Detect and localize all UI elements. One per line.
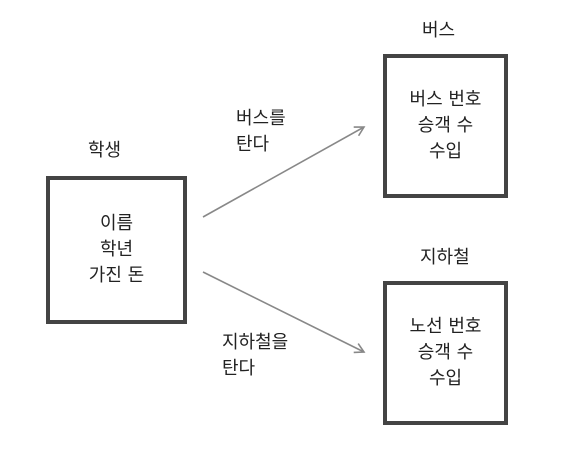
- arrow-student-to-bus: [202, 126, 366, 218]
- student-attr-money: 가진 돈: [88, 265, 145, 286]
- edge-label-to-subway-line-1: 지하철을: [222, 332, 289, 353]
- edge-label-to-bus-line-1: 버스를: [236, 108, 286, 129]
- bus-box: 버스 번호 승객 수 수입: [383, 54, 508, 198]
- arrow-student-to-subway: [202, 271, 366, 354]
- edge-label-to-bus-line-2: 탄다: [236, 134, 270, 155]
- student-attr-grade: 학년: [99, 239, 134, 260]
- student-title: 학생: [88, 140, 122, 161]
- subway-attr-revenue: 수입: [428, 368, 463, 389]
- edge-label-to-subway-line-2: 탄다: [222, 358, 256, 379]
- student-attr-name: 이름: [99, 213, 134, 234]
- edge-label-to-subway: 지하철을 탄다: [222, 330, 288, 382]
- bus-title: 버스: [422, 20, 456, 41]
- subway-attr-line-number: 노선 번호: [409, 316, 482, 337]
- bus-attr-number: 버스 번호: [409, 89, 482, 110]
- subway-title: 지하철: [420, 247, 470, 268]
- student-box: 이름 학년 가진 돈: [46, 176, 187, 324]
- bus-attr-revenue: 수입: [428, 141, 463, 162]
- bus-attr-passengers: 승객 수: [417, 115, 474, 136]
- subway-box: 노선 번호 승객 수 수입: [383, 281, 508, 425]
- subway-attr-passengers: 승객 수: [417, 342, 474, 363]
- edge-label-to-bus: 버스를 탄다: [236, 106, 286, 158]
